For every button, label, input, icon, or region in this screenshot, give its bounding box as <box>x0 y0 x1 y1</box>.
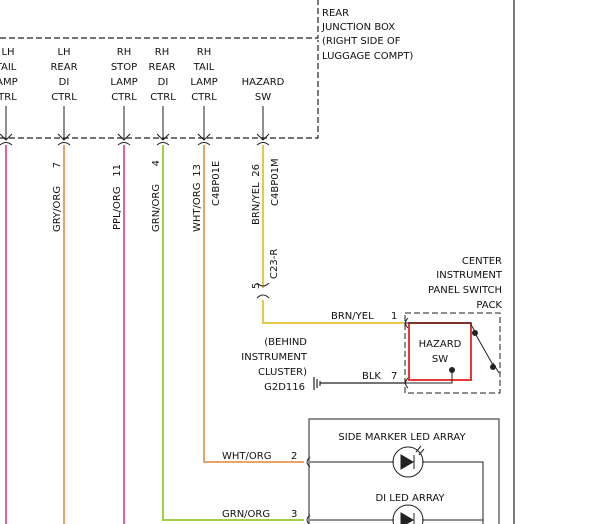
svg-text:REAR: REAR <box>322 8 349 19</box>
svg-text:SW: SW <box>432 354 448 365</box>
ground-icon <box>313 377 404 390</box>
hazard-switch-symbol <box>404 322 500 384</box>
svg-text:7: 7 <box>52 162 63 168</box>
svg-text:13: 13 <box>192 164 203 177</box>
side-marker-led-array-label: SIDE MARKER LED ARRAY <box>338 432 466 443</box>
svg-text:DI: DI <box>59 77 70 88</box>
svg-text:LH: LH <box>57 47 70 58</box>
di-led-icon <box>392 504 424 524</box>
svg-text:PANEL SWITCH: PANEL SWITCH <box>428 285 502 296</box>
led-pin3-label: GRN/ORG 3 <box>222 509 297 520</box>
junction-box-title: REAR JUNCTION BOX (RIGHT SIDE OF LUGGAGE… <box>321 8 413 62</box>
svg-text:SW: SW <box>255 92 271 103</box>
svg-text:JUNCTION BOX: JUNCTION BOX <box>321 22 395 33</box>
svg-text:BLK: BLK <box>362 371 381 382</box>
svg-text:TAIL: TAIL <box>193 62 215 73</box>
svg-text:C4BP01M: C4BP01M <box>270 158 281 206</box>
svg-text:CLUSTER): CLUSTER) <box>258 367 307 378</box>
svg-text:PPL/ORG: PPL/ORG <box>112 186 123 230</box>
svg-text:LUGGAGE COMPT): LUGGAGE COMPT) <box>322 51 413 62</box>
svg-text:11: 11 <box>112 164 123 177</box>
inline-connector-c23-r: 5 C23-R <box>251 249 280 299</box>
svg-text:STOP: STOP <box>111 62 137 73</box>
wire-label-ppl-org: 11 PPL/ORG <box>112 164 123 230</box>
switch-pack-title: CENTER INSTRUMENT PANEL SWITCH PACK <box>428 256 503 311</box>
led-pin3-connector <box>306 514 311 524</box>
svg-text:BRN/YEL: BRN/YEL <box>331 311 374 322</box>
wire-label-wht-org: 13 WHT/ORG C4BP01E <box>192 161 222 232</box>
led-pin2-connector <box>306 456 311 468</box>
svg-text:WHT/ORG: WHT/ORG <box>222 451 271 462</box>
wire-grn-org <box>162 145 304 521</box>
svg-text:2: 2 <box>291 451 297 462</box>
svg-text:BRN/YEL: BRN/YEL <box>251 182 262 225</box>
pin7-connector <box>405 377 409 389</box>
svg-text:1: 1 <box>391 311 397 322</box>
svg-text:GRN/ORG: GRN/ORG <box>222 509 270 520</box>
svg-text:HAZARD: HAZARD <box>419 339 462 350</box>
svg-text:G2D116: G2D116 <box>264 382 305 393</box>
svg-text:LAMP: LAMP <box>110 77 137 88</box>
svg-text:3: 3 <box>291 509 297 520</box>
svg-text:CTRL: CTRL <box>0 92 17 103</box>
svg-text:C4BP01E: C4BP01E <box>211 161 222 206</box>
svg-text:CTRL: CTRL <box>111 92 137 103</box>
junction-box-inner-outline <box>0 40 319 139</box>
svg-text:LAMP: LAMP <box>0 77 18 88</box>
wire-label-brn-yel: 26 BRN/YEL C4BP01M <box>251 158 281 225</box>
svg-text:TAIL: TAIL <box>0 62 17 73</box>
svg-text:LH: LH <box>1 47 14 58</box>
circuit-hazard-sw: HAZARD SW <box>242 77 285 103</box>
svg-text:7: 7 <box>391 371 397 382</box>
hazard-switch-highlight <box>408 322 472 381</box>
svg-text:4: 4 <box>151 160 162 166</box>
led-circuit-wiring <box>310 461 484 524</box>
di-led-array-label: DI LED ARRAY <box>375 493 445 504</box>
svg-text:INSTRUMENT: INSTRUMENT <box>436 270 503 281</box>
svg-text:WHT/ORG: WHT/ORG <box>192 183 203 232</box>
svg-text:GRN/ORG: GRN/ORG <box>151 184 162 232</box>
circuit-rh-tail-lamp-ctrl: RH TAIL LAMP CTRL <box>190 47 217 103</box>
pin1-label: BRN/YEL 1 <box>331 311 397 322</box>
side-marker-led-icon <box>392 445 425 478</box>
wire-brn-yel-lower <box>262 300 404 324</box>
svg-text:REAR: REAR <box>50 62 77 73</box>
svg-text:(RIGHT SIDE OF: (RIGHT SIDE OF <box>322 36 401 47</box>
svg-text:DI: DI <box>158 77 169 88</box>
switch-pack-outline <box>404 312 501 394</box>
led-pin2-label: WHT/ORG 2 <box>222 451 297 462</box>
svg-text:RH: RH <box>197 47 211 58</box>
svg-text:CTRL: CTRL <box>191 92 217 103</box>
ground-location: (BEHIND INSTRUMENT CLUSTER) G2D116 <box>241 337 308 393</box>
circuit-rh-stop-lamp-ctrl: RH STOP LAMP CTRL <box>110 47 137 103</box>
circuit-lh-rear-di-ctrl: LH REAR DI CTRL <box>50 47 77 103</box>
wire-label-grn-org: 4 GRN/ORG <box>151 160 162 232</box>
svg-text:CTRL: CTRL <box>150 92 176 103</box>
junction-box-leads <box>0 106 270 146</box>
svg-text:CENTER: CENTER <box>462 256 502 267</box>
svg-text:CTRL: CTRL <box>51 92 77 103</box>
svg-text:REAR: REAR <box>148 62 175 73</box>
svg-text:LAMP: LAMP <box>190 77 217 88</box>
svg-text:C23-R: C23-R <box>269 249 280 279</box>
circuit-lh-tail-lamp-ctrl: LH TAIL LAMP CTRL <box>0 47 18 103</box>
svg-text:HAZARD: HAZARD <box>242 77 285 88</box>
led-module-outline <box>308 418 500 524</box>
wire-label-gry-org: 7 GRY/ORG <box>52 162 63 232</box>
wire-wht-org <box>203 145 304 463</box>
svg-text:GRY/ORG: GRY/ORG <box>52 186 63 232</box>
svg-text:5: 5 <box>251 283 262 289</box>
hazard-switch-label: HAZARD SW <box>419 339 462 365</box>
svg-text:PACK: PACK <box>476 300 502 311</box>
junction-box-outline <box>0 0 319 39</box>
svg-text:RH: RH <box>155 47 169 58</box>
svg-text:RH: RH <box>117 47 131 58</box>
pin7-label: BLK 7 <box>362 371 397 382</box>
svg-text:26: 26 <box>251 164 262 177</box>
svg-text:(BEHIND: (BEHIND <box>264 337 307 348</box>
svg-text:INSTRUMENT: INSTRUMENT <box>241 352 308 363</box>
circuit-rh-rear-di-ctrl: RH REAR DI CTRL <box>148 47 176 103</box>
